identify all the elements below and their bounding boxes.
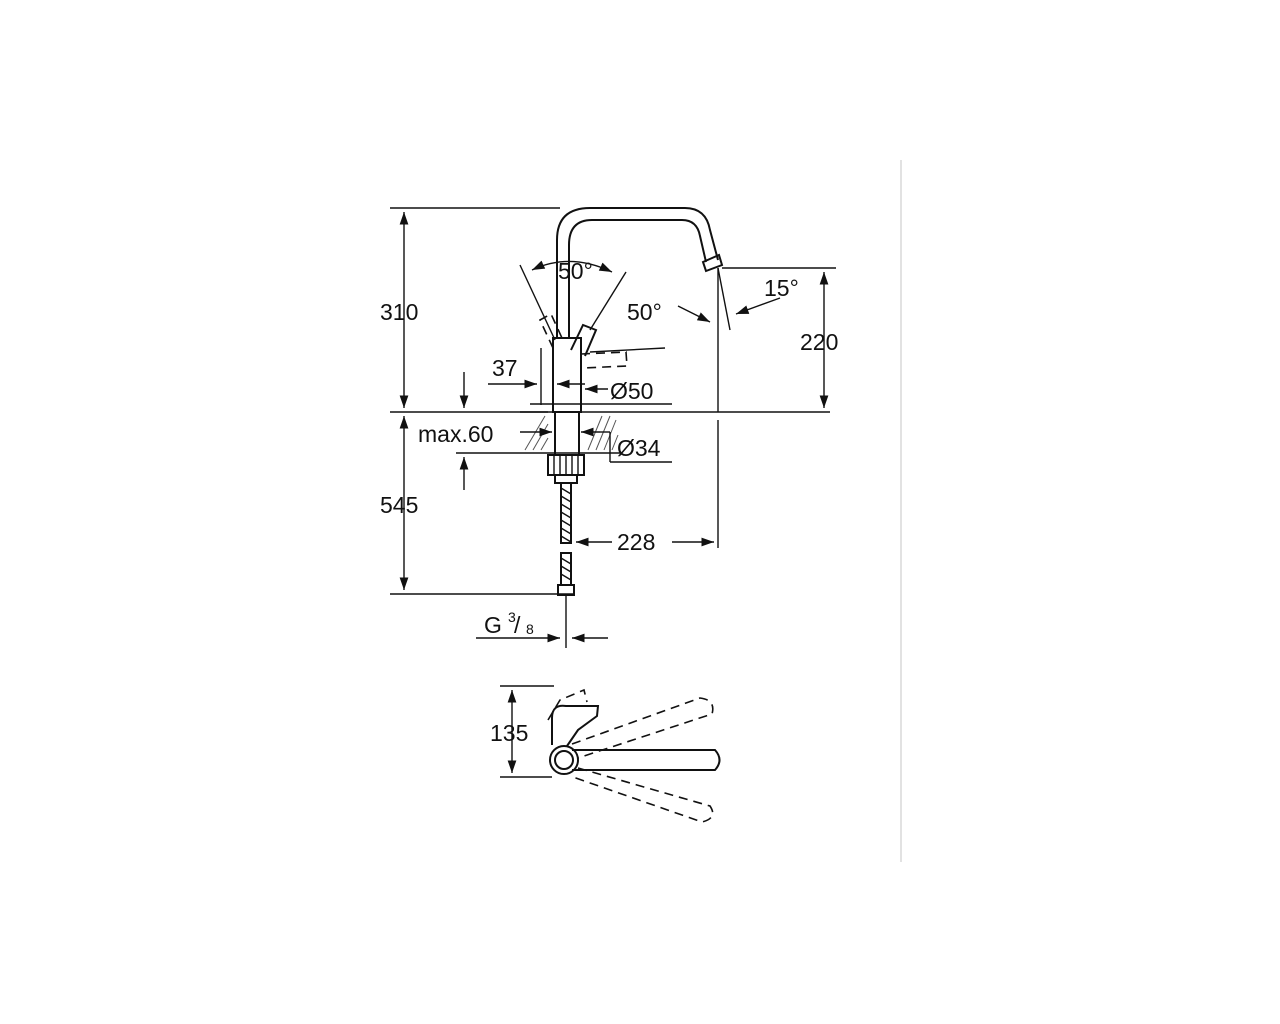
- top-handle: [551, 704, 600, 747]
- countertop-section: [520, 411, 620, 454]
- handle-open-position-left: [538, 312, 563, 349]
- faucet-shank: [554, 411, 580, 456]
- label-hole-diameter: Ø34: [617, 435, 661, 461]
- label-height-total: 310: [380, 299, 418, 325]
- label-handle-angle-side: 50°: [627, 299, 662, 325]
- side-view: 310 220 50° 50° 15° 37 Ø50 max.60 Ø34 54…: [380, 207, 838, 648]
- label-spout-angle: 15°: [764, 275, 799, 301]
- faucet-handle: [570, 323, 598, 357]
- faucet-body: [552, 337, 582, 413]
- label-handle-offset: 37: [492, 355, 518, 381]
- label-max-deck-thickness: max.60: [418, 421, 493, 447]
- mounting-nut: [547, 454, 585, 484]
- supply-hose: [557, 482, 575, 648]
- spout-aerator: [701, 253, 724, 273]
- label-connection-fraction-num: 3: [508, 609, 516, 625]
- label-body-diameter: Ø50: [610, 378, 653, 404]
- label-swivel-depth: 135: [490, 720, 528, 746]
- handle-open-position-right: [580, 351, 628, 369]
- top-body-circle: [549, 745, 579, 775]
- top-spout-swing-lower: [569, 767, 714, 823]
- label-connection-thread: G: [484, 612, 502, 638]
- top-spout-swing-upper: [571, 697, 714, 759]
- top-view: 135: [490, 685, 721, 823]
- label-handle-angle-top: 50°: [558, 258, 593, 284]
- label-connection-fraction-slash: /: [514, 612, 521, 638]
- label-hose-length: 545: [380, 492, 418, 518]
- label-connection-fraction-den: 8: [526, 621, 534, 637]
- label-spout-reach: 228: [617, 529, 655, 555]
- label-spout-height: 220: [800, 329, 838, 355]
- top-handle-open-position: [547, 688, 588, 721]
- faucet-spout: [556, 207, 719, 338]
- top-spout: [572, 749, 721, 771]
